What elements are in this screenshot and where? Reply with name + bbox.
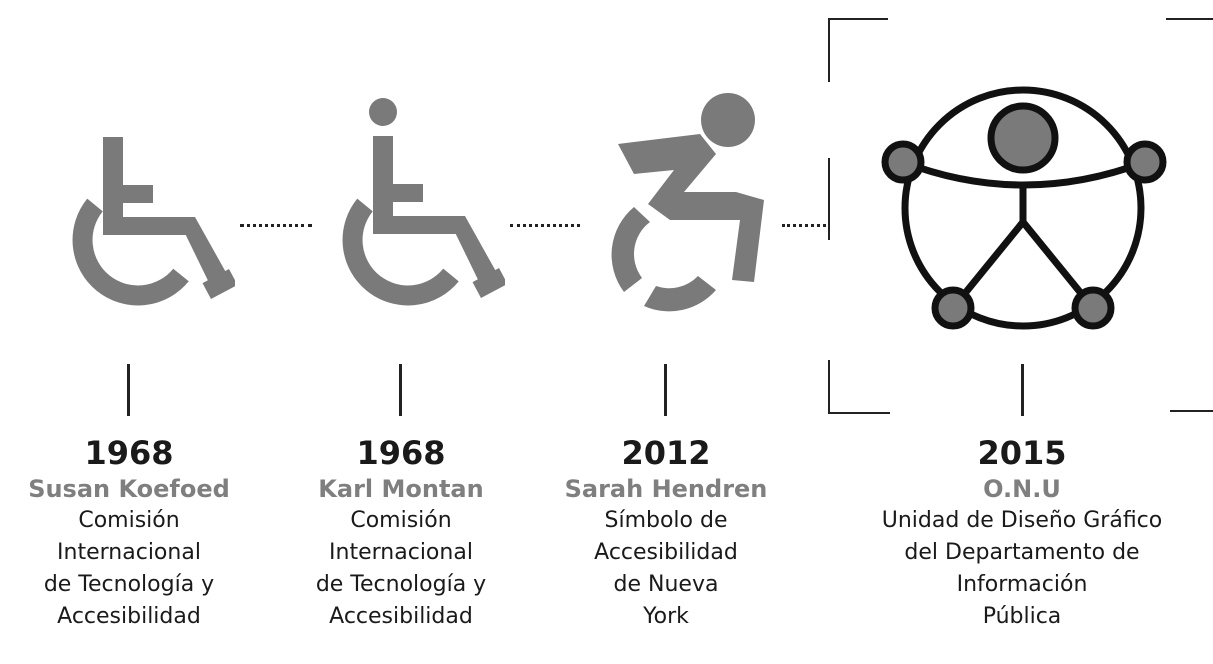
entry-description-line: Accesibilidad: [329, 604, 473, 629]
timeline-entry: 1968 Susan Koefoed Comisión Internaciona…: [0, 433, 258, 633]
entry-description-line: Símbolo de: [604, 508, 728, 533]
entry-year: 2012: [621, 434, 711, 472]
entry-description-line: Información: [956, 572, 1088, 597]
timeline-entry: 2012 Sarah Hendren Símbolo de Accesibili…: [537, 433, 795, 633]
universal-accessibility-icon: [881, 86, 1167, 330]
entry-description-line: Unidad de Diseño Gráfico: [881, 508, 1163, 533]
timeline-connector: [240, 224, 312, 227]
entry-year: 1968: [84, 434, 174, 472]
timeline-entry: 1968 Karl Montan Comisión Internacional …: [272, 433, 530, 633]
timeline-tick: [399, 364, 402, 416]
frame-corner-bottom-right: [1170, 410, 1213, 412]
entry-description-line: de Tecnología y: [315, 572, 487, 597]
timeline-entry: 2015 O.N.U Unidad de Diseño Gráfico del …: [846, 433, 1198, 633]
entry-year: 1968: [356, 434, 446, 472]
timeline-tick: [127, 364, 130, 416]
timeline-connector: [782, 224, 826, 227]
timeline-tick: [1021, 364, 1024, 416]
entry-description-line: York: [643, 604, 689, 629]
frame-corner-top-left: [828, 18, 888, 82]
entry-description-line: Internacional: [329, 540, 473, 565]
entry-description-line: Comisión: [350, 508, 452, 533]
entry-description-line: Internacional: [57, 540, 201, 565]
wheelchair-icon-no-head: [72, 137, 235, 306]
entry-author: O.N.U: [983, 475, 1061, 503]
wheelchair-icon: [342, 98, 505, 306]
entry-description-line: de Tecnología y: [43, 572, 215, 597]
timeline-connector: [510, 224, 580, 227]
frame-corner-bottom-left: [828, 360, 890, 414]
entry-description-line: Accesibilidad: [57, 604, 201, 629]
entry-author: Karl Montan: [318, 475, 484, 503]
entry-year: 2015: [977, 434, 1067, 472]
frame-corner-top-right: [1166, 18, 1213, 20]
entry-author: Sarah Hendren: [564, 475, 768, 503]
entry-description-line: Accesibilidad: [594, 540, 738, 565]
dynamic-wheelchair-icon: [611, 93, 764, 312]
entry-description-line: Pública: [982, 604, 1062, 629]
frame-line-left-mid: [828, 158, 830, 240]
entry-description-line: Comisión: [78, 508, 180, 533]
entry-description-line: del Departamento de: [904, 540, 1140, 565]
timeline-tick: [664, 364, 667, 416]
entry-description-line: de Nueva: [613, 572, 719, 597]
entry-author: Susan Koefoed: [28, 475, 230, 503]
